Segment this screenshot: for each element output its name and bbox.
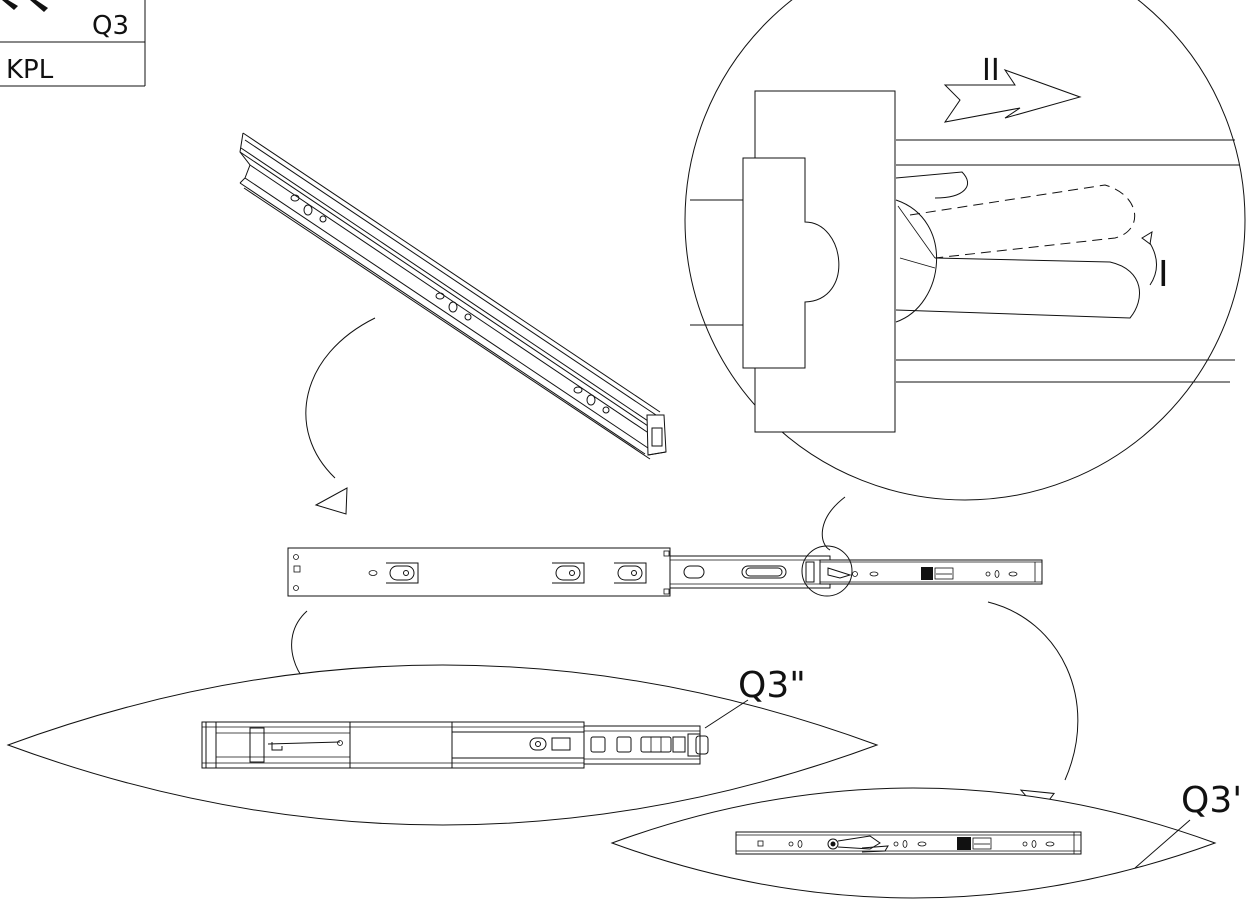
rotation-arrow-1 xyxy=(305,317,376,515)
side-view-lens: Q3' xyxy=(610,780,1242,899)
detail-circle: I II xyxy=(684,0,1246,501)
rail-icon xyxy=(2,0,48,12)
rail-holes xyxy=(290,194,610,414)
side-view-callout: Q3' xyxy=(1181,780,1242,821)
detail-step-two-label: II xyxy=(982,53,1000,88)
flat-rail-side-view xyxy=(287,545,1043,597)
legend-box: Q3 KPL xyxy=(0,0,146,87)
rotation-arrow-3 xyxy=(987,601,1079,813)
detail-step-one-label: I xyxy=(1158,254,1169,295)
legend-unit: KPL xyxy=(6,55,54,85)
legend-part-code: Q3 xyxy=(92,11,129,41)
detail-connector xyxy=(821,496,846,551)
isometric-rail xyxy=(239,132,667,460)
front-view-lens: Q3" xyxy=(6,664,879,826)
front-view-callout: Q3" xyxy=(738,665,806,706)
mount-slots xyxy=(386,562,647,584)
